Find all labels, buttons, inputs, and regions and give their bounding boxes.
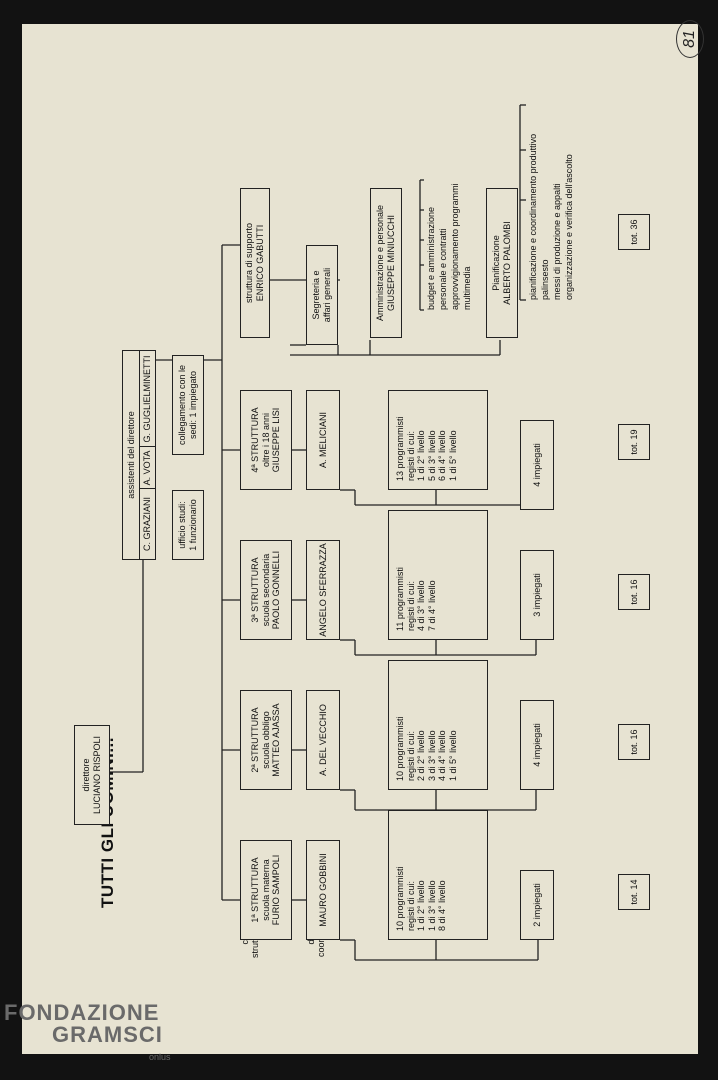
- structure-tot-2: tot. 16: [618, 724, 650, 760]
- assistant-name: G. GUGLIELMINETTI: [142, 355, 152, 443]
- structure-coord-2: A. DEL VECCHIO: [306, 690, 340, 790]
- structure-head-2: 2ª STRUTTURA scuola obbligo MATTEO AJASS…: [240, 690, 292, 790]
- structure-prog-4: 13 programmisti registi di cui: 1 di 2° …: [388, 390, 488, 490]
- pianificazione-box: Pianificazione ALBERTO PALOMBI: [486, 188, 518, 338]
- structure-prog-3: 11 programmisti registi di cui: 4 di 3° …: [388, 510, 488, 640]
- structure-coord-1: MAURO GOBBINI: [306, 840, 340, 940]
- director-box: direttore LUCIANO RISPOLI: [74, 725, 110, 825]
- collegamento-box: collegamento con le sedi: 1 impiegato: [172, 355, 204, 455]
- pianificazione-item: pianificazione e coordinamento produttiv…: [528, 133, 538, 300]
- structure-imp-1: 2 impiegati: [520, 870, 554, 940]
- assistant-name: C. GRAZIANI: [139, 488, 155, 559]
- assistant-name: A. VOTA: [139, 446, 155, 489]
- amministrazione-item: budget e amministrazione: [426, 206, 436, 310]
- structure-imp-2: 4 impiegati: [520, 700, 554, 790]
- ufficio-studi-box: ufficio studi: 1 funzionario: [172, 490, 204, 560]
- pianificazione-item: organizzazione e verifica dell'ascolto: [564, 154, 574, 300]
- page-number: 81: [676, 20, 704, 58]
- structure-tot-1: tot. 14: [618, 874, 650, 910]
- watermark: FONDAZIONE GRAMSCI onlus: [4, 1000, 171, 1062]
- structure-prog-2: 10 programmisti registi di cui: 2 di 2° …: [388, 660, 488, 790]
- structure-coord-4: A. MELICIANI: [306, 390, 340, 490]
- pianificazione-item: palinsesto: [540, 259, 550, 300]
- structure-coord-3: ANGELO SFERRAZZA: [306, 540, 340, 640]
- structure-imp-4: 4 impiegati: [520, 420, 554, 510]
- amministrazione-item: multimedia: [462, 266, 472, 310]
- amministrazione-item: personale e contratti: [438, 228, 448, 310]
- structure-head-3: 3ª STRUTTURA scuola secondaria PAOLO GON…: [240, 540, 292, 640]
- amministrazione-item: approvvigionamento programmi: [450, 183, 460, 310]
- structure-imp-3: 3 impiegati: [520, 550, 554, 640]
- watermark-line2: GRAMSCI: [52, 1022, 163, 1047]
- watermark-line1: FONDAZIONE: [4, 1000, 160, 1025]
- assistants-title: assistenti del direttore: [123, 351, 140, 559]
- structure-head-1: 1ª STRUTTURA scuola materna FURIO SAMPOL…: [240, 840, 292, 940]
- structure-head-4: 4ª STRUTTURA oltre i 18 anni GIUSEPPE LI…: [240, 390, 292, 490]
- pianificazione-item: messi di produzione e appalti: [552, 183, 562, 300]
- support-head: struttura di supporto ENRICO GABUTTI: [240, 188, 270, 338]
- segreteria-line: Segreteria e: [311, 270, 322, 320]
- structure-prog-1: 10 programmisti registi di cui: 1 di 2° …: [388, 810, 488, 940]
- support-tot: tot. 36: [618, 214, 650, 250]
- amministrazione-box: Amministrazione e personale GIUSEPPE MIN…: [370, 188, 402, 338]
- assistants-box: assistenti del direttore C. GRAZIANI A. …: [122, 350, 156, 560]
- structure-tot-4: tot. 19: [618, 424, 650, 460]
- structure-tot-3: tot. 16: [618, 574, 650, 610]
- watermark-line3: onlus: [149, 1052, 171, 1062]
- segreteria-line: affari generali: [322, 267, 332, 323]
